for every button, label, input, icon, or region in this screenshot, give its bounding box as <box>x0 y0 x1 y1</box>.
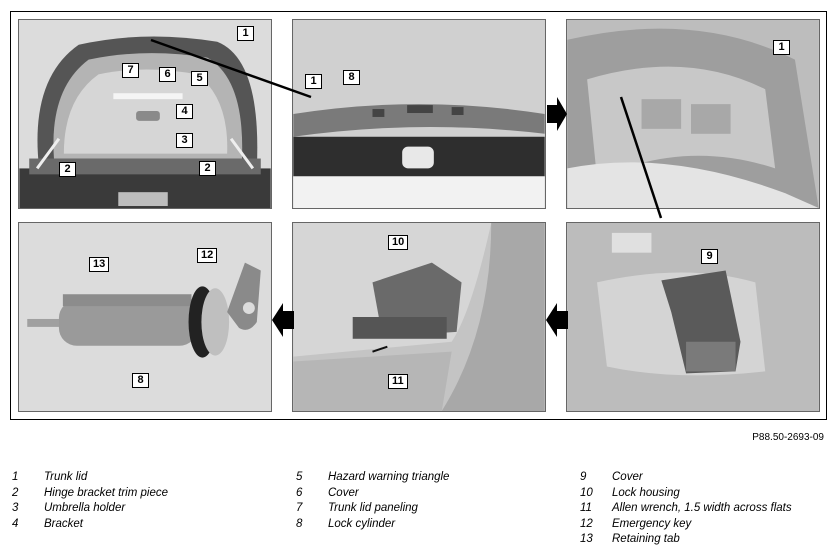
arrow-left-icon-2 <box>272 303 294 337</box>
legend-number: 8 <box>296 517 303 530</box>
legend-number: 12 <box>580 517 593 530</box>
trunk-lid-edge-illustration <box>293 20 545 208</box>
legend-label: Hinge bracket trim piece <box>44 486 168 499</box>
callout-4: 4 <box>176 104 193 119</box>
legend-label: Allen wrench, 1.5 width across flats <box>612 502 792 514</box>
legend-item: 12 Emergency key <box>580 517 792 533</box>
callout-9: 9 <box>701 249 718 264</box>
panel-lock-cylinder: 13 12 8 <box>18 222 272 412</box>
lock-housing-illustration <box>293 223 545 411</box>
legend-item: 11 Allen wrench, 1.5 width across flats <box>580 501 792 517</box>
callout-11: 11 <box>388 374 408 389</box>
legend-number: 11 <box>580 502 592 514</box>
legend-item: 9 Cover <box>580 470 792 486</box>
panel-cover: 9 <box>566 222 820 412</box>
legend-item: 8 Lock cylinder <box>296 517 449 533</box>
legend-number: 5 <box>296 471 303 483</box>
legend-label: Lock housing <box>612 486 680 499</box>
legend-item: 6 Cover <box>296 486 449 502</box>
legend-label: Bracket <box>44 517 83 530</box>
callout-6: 6 <box>159 67 176 82</box>
legend-number: 13 <box>580 533 593 545</box>
callout-1: 1 <box>237 26 254 41</box>
legend-number: 1 <box>12 471 19 483</box>
legend-item: 4 Bracket <box>12 517 168 533</box>
callout-7: 7 <box>122 63 139 78</box>
panel-lock-housing: 10 11 <box>292 222 546 412</box>
legend-item: 10 Lock housing <box>580 486 792 502</box>
callout-10: 10 <box>388 235 409 250</box>
legend-label: Hazard warning triangle <box>328 471 450 483</box>
legend-item: 5 Hazard warning triangle <box>296 470 449 486</box>
callout-8-cylinder: 8 <box>132 373 149 388</box>
legend-label: Emergency key <box>612 517 692 530</box>
callout-1-edge: 1 <box>305 74 322 89</box>
legend-item: 13 Retaining tab <box>580 532 792 548</box>
legend-number: 3 <box>12 502 19 514</box>
trunk-lid-underside-illustration <box>567 20 819 208</box>
legend-number: 10 <box>580 486 593 499</box>
legend-column-3: 9 Cover 10 Lock housing 11 Allen wrench, 1.… <box>580 470 792 548</box>
legend-number: 6 <box>296 486 303 499</box>
callout-1-underside: 1 <box>773 40 790 55</box>
callout-2-left: 2 <box>59 162 76 177</box>
legend-column-1: 1 Trunk lid 2 Hinge bracket trim piece 3 Um… <box>12 470 168 532</box>
callout-8-edge: 8 <box>343 70 360 85</box>
panel-trunk-open: 1 7 6 5 4 3 2 2 <box>18 19 272 209</box>
legend-number: 4 <box>12 517 19 530</box>
legend-item: 2 Hinge bracket trim piece <box>12 486 168 502</box>
legend-column-2: 5 Hazard warning triangle 6 Cover 7 Trunk l… <box>296 470 449 532</box>
arrow-left-icon <box>546 303 568 337</box>
arrow-right-icon <box>547 97 567 131</box>
legend-number: 9 <box>580 471 587 483</box>
legend-label: Cover <box>612 471 643 483</box>
legend-number: 2 <box>12 486 19 499</box>
lock-cylinder-illustration <box>19 223 271 411</box>
pointer-line-lid <box>150 38 663 219</box>
legend-label: Trunk lid paneling <box>328 502 418 514</box>
legend-label: Cover <box>328 486 359 499</box>
callout-3: 3 <box>176 133 193 148</box>
legend-item: 1 Trunk lid <box>12 470 168 486</box>
legend-item: 3 Umbrella holder <box>12 501 168 517</box>
legend-label: Lock cylinder <box>328 517 396 530</box>
legend-item: 7 Trunk lid paneling <box>296 501 449 517</box>
figure-frame: 1 7 6 5 4 3 2 2 1 8 1 <box>10 11 827 420</box>
callout-12: 12 <box>197 248 218 263</box>
figure-id: P88.50-2693-09 <box>752 432 824 443</box>
callout-13: 13 <box>89 257 110 272</box>
legend-label: Trunk lid <box>44 471 88 483</box>
callout-5: 5 <box>191 71 208 86</box>
legend-label: Umbrella holder <box>44 502 126 514</box>
panel-trunk-lid-edge: 1 8 <box>292 19 546 209</box>
legend-number: 7 <box>296 502 303 514</box>
cover-illustration <box>567 223 819 411</box>
panel-trunk-lid-underside: 1 <box>566 19 820 209</box>
callout-2-right: 2 <box>199 161 216 176</box>
legend-label: Retaining tab <box>612 533 680 545</box>
